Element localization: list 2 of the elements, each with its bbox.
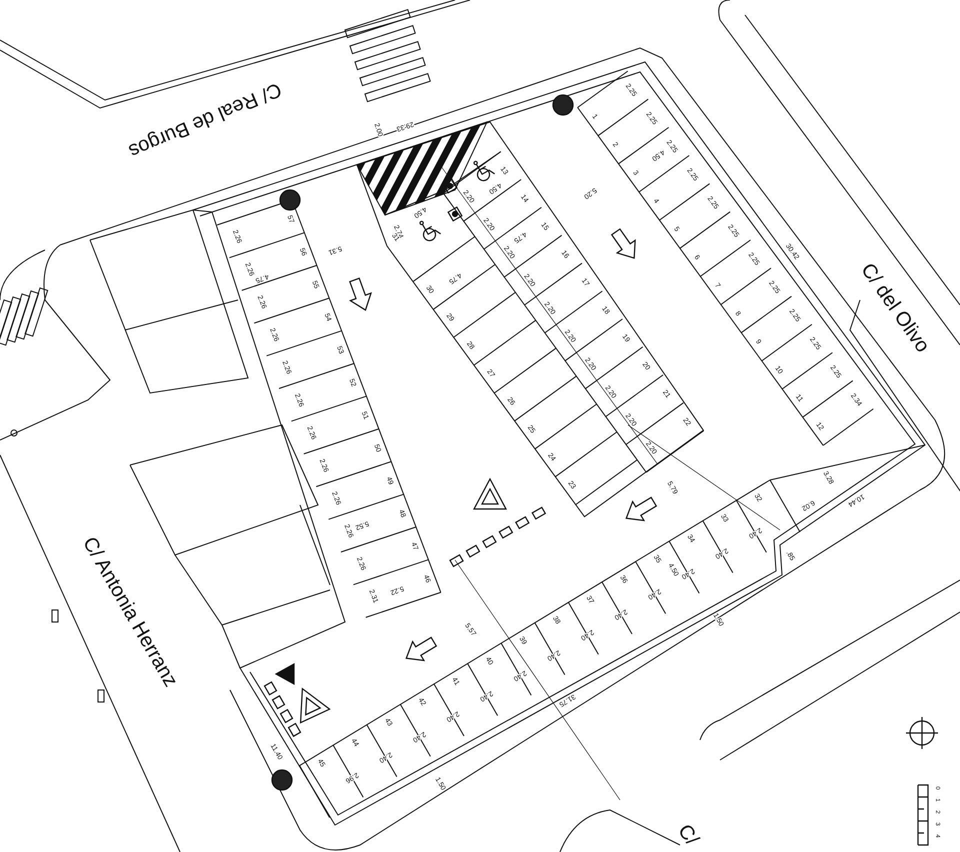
street-name: C/ [673,820,703,850]
street-name: C/ Real de Burgos [125,78,285,162]
